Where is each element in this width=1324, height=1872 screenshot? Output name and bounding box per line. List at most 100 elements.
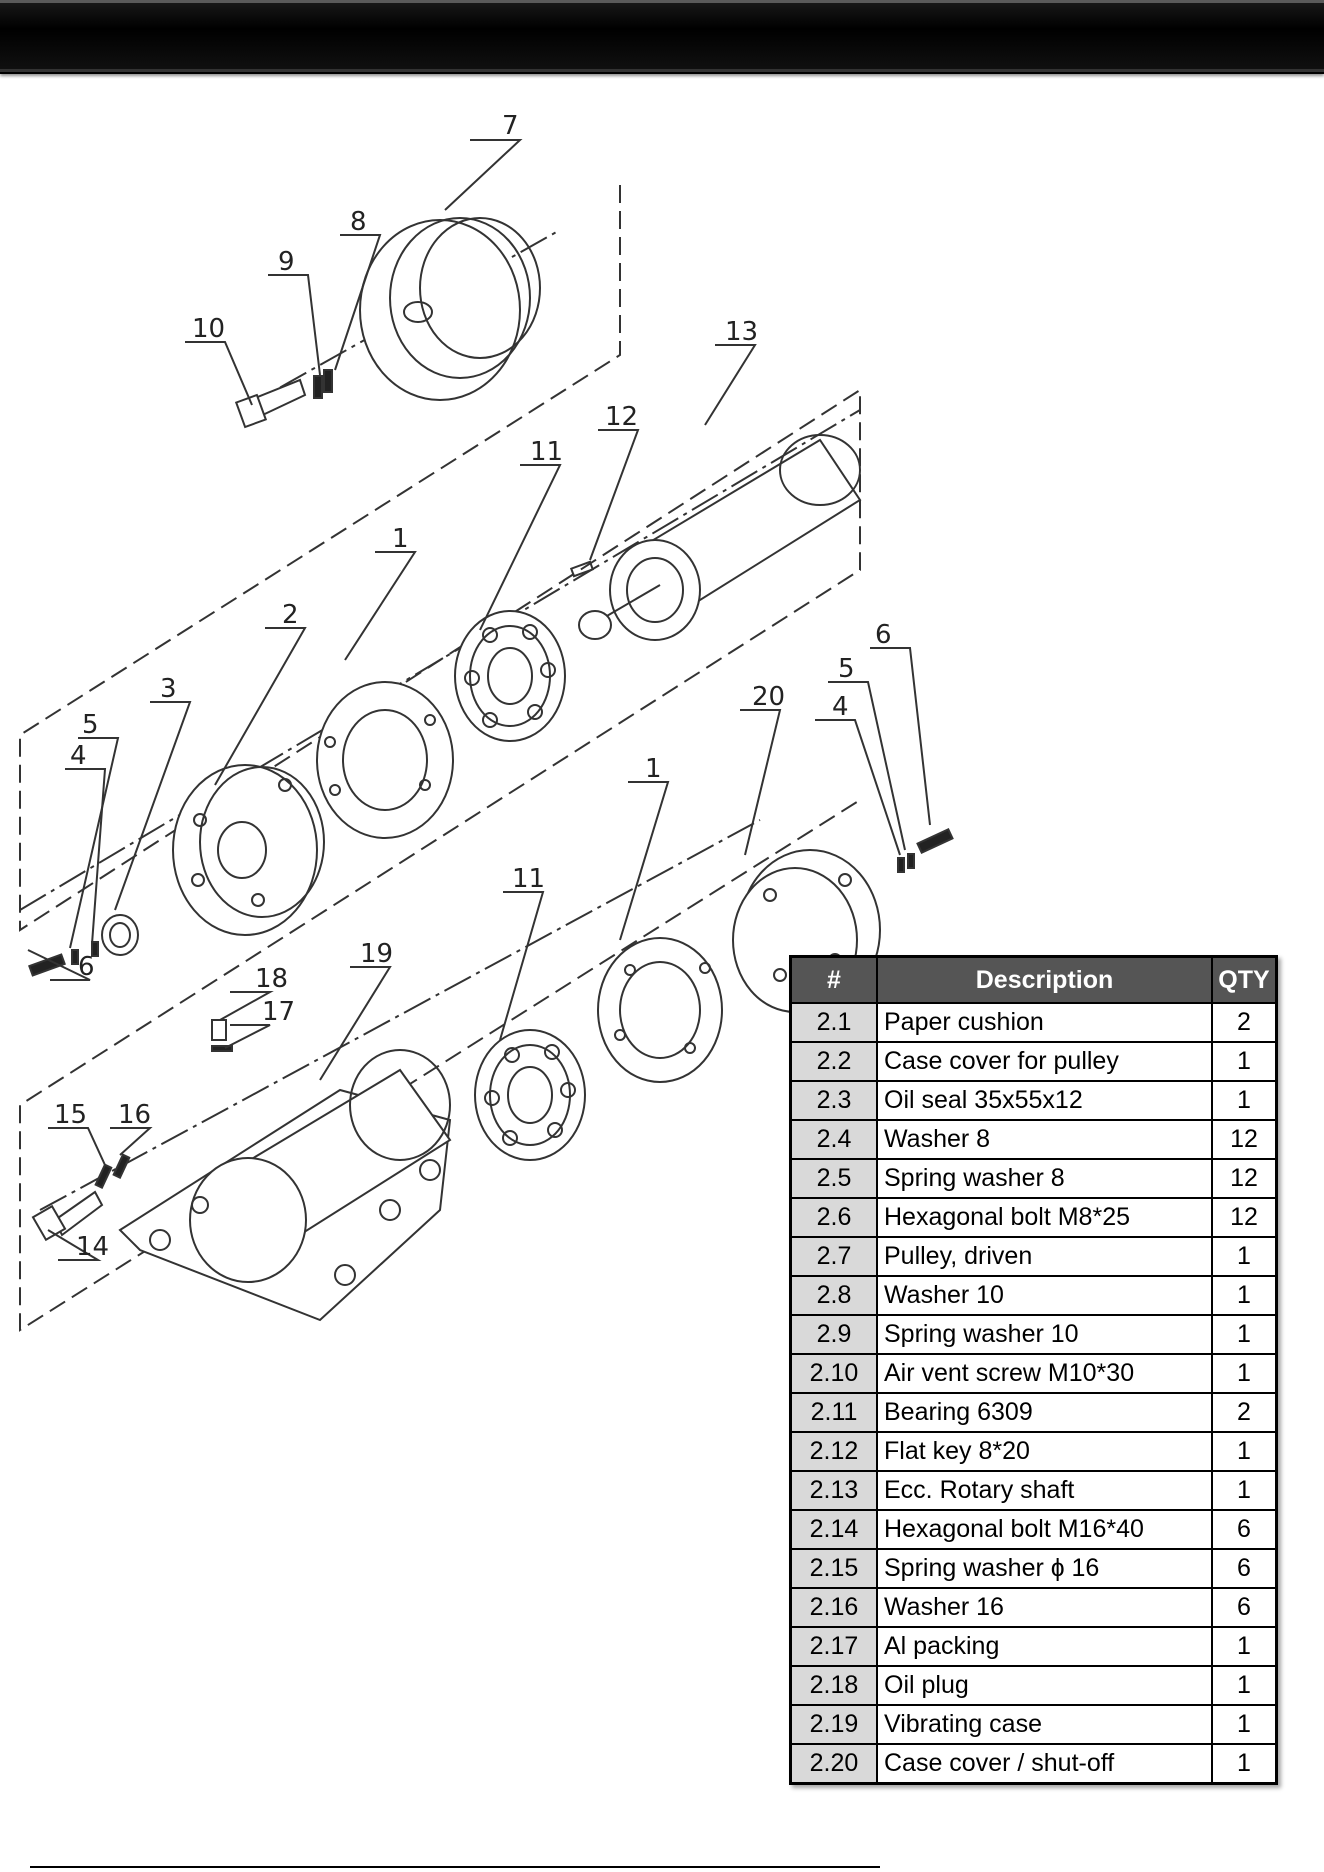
callout-label: 13	[725, 317, 758, 347]
part-qty: 1	[1211, 1431, 1278, 1472]
column-header-num: #	[789, 955, 878, 1004]
bolt-6-right-part	[916, 827, 954, 855]
axis-line-case	[39, 819, 761, 1211]
part-number: 2.10	[789, 1353, 878, 1394]
table-header-row: # Description QTY	[789, 955, 1278, 1004]
washer-4-right-part	[897, 857, 905, 873]
column-header-description: Description	[876, 955, 1213, 1004]
part-number: 2.8	[789, 1275, 878, 1316]
part-description: Bearing 6309	[876, 1392, 1213, 1433]
flat-key-part	[569, 560, 595, 578]
part-qty: 1	[1211, 1353, 1278, 1394]
part-number: 2.1	[789, 1002, 878, 1043]
callout-label: 12	[605, 402, 638, 432]
part-number: 2.19	[789, 1704, 878, 1745]
part-number: 2.11	[789, 1392, 878, 1433]
part-qty: 6	[1211, 1548, 1278, 1589]
part-qty: 2	[1211, 1392, 1278, 1433]
part-description: Al packing	[876, 1626, 1213, 1667]
vibrating-case-part	[118, 1049, 452, 1322]
part-qty: 1	[1211, 1041, 1278, 1082]
part-number: 2.14	[789, 1509, 878, 1550]
part-description: Washer 8	[876, 1119, 1213, 1160]
part-qty: 1	[1211, 1626, 1278, 1667]
part-description: Washer 16	[876, 1587, 1213, 1628]
callout-label: 6	[875, 620, 892, 650]
rotary-shaft-part	[578, 434, 862, 641]
part-description: Hexagonal bolt M8*25	[876, 1197, 1213, 1238]
part-number: 2.3	[789, 1080, 878, 1121]
callout-label: 4	[70, 741, 87, 771]
part-description: Pulley, driven	[876, 1236, 1213, 1277]
part-number: 2.7	[789, 1236, 878, 1277]
bolt-6-left-part	[28, 953, 66, 977]
part-qty: 6	[1211, 1509, 1278, 1550]
part-description: Paper cushion	[876, 1002, 1213, 1043]
part-description: Spring washer ɸ 16	[876, 1548, 1213, 1589]
part-description: Case cover for pulley	[876, 1041, 1213, 1082]
part-number: 2.13	[789, 1470, 878, 1511]
callout-label: 10	[192, 314, 225, 344]
washer-9-part	[313, 375, 323, 399]
callout-label: 20	[752, 682, 785, 712]
part-qty: 1	[1211, 1275, 1278, 1316]
al-packing-part	[211, 1045, 233, 1052]
part-description: Case cover / shut-off	[876, 1743, 1213, 1785]
part-description: Hexagonal bolt M16*40	[876, 1509, 1213, 1550]
callout-label: 15	[54, 1100, 87, 1130]
pulley-part	[359, 217, 541, 401]
part-description: Oil plug	[876, 1665, 1213, 1706]
callout-label: 1	[392, 524, 409, 554]
part-qty: 1	[1211, 1470, 1278, 1511]
callout-label: 2	[282, 600, 299, 630]
washer-8-part	[323, 369, 333, 393]
part-qty: 1	[1211, 1314, 1278, 1355]
exploded-view-drawing: 7 8 9 10 13 12 11 1 2 3 5 4 6 6 5 4 20 1…	[0, 80, 960, 1360]
part-description: Spring washer 10	[876, 1314, 1213, 1355]
part-description: Washer 10	[876, 1275, 1213, 1316]
part-qty: 12	[1211, 1197, 1278, 1238]
part-number: 2.18	[789, 1665, 878, 1706]
air-vent-screw-part	[234, 378, 307, 429]
part-number: 2.2	[789, 1041, 878, 1082]
paper-cushion-top-part	[316, 681, 454, 839]
washer-16-part	[112, 1153, 131, 1179]
part-description: Oil seal 35x55x12	[876, 1080, 1213, 1121]
callout-label: 7	[502, 111, 519, 141]
callout-label: 6	[78, 952, 95, 982]
part-qty: 12	[1211, 1119, 1278, 1160]
leader-lines	[27, 139, 931, 1261]
part-number: 2.17	[789, 1626, 878, 1667]
oil-plug-part	[211, 1019, 227, 1041]
axis-line-shaft	[19, 409, 861, 911]
part-number: 2.16	[789, 1587, 878, 1628]
part-qty: 1	[1211, 1080, 1278, 1121]
callout-label: 11	[530, 437, 563, 467]
part-description: Spring washer 8	[876, 1158, 1213, 1199]
washer-4-left-part	[91, 941, 99, 957]
callout-label: 4	[832, 692, 849, 722]
callout-label: 3	[160, 674, 177, 704]
washer-5-right-part	[907, 853, 915, 869]
part-qty: 1	[1211, 1743, 1278, 1785]
part-qty: 12	[1211, 1158, 1278, 1199]
part-number: 2.6	[789, 1197, 878, 1238]
case-cover-pulley-part	[172, 764, 325, 936]
callout-label: 1	[645, 754, 662, 784]
header-bar	[0, 0, 1324, 74]
